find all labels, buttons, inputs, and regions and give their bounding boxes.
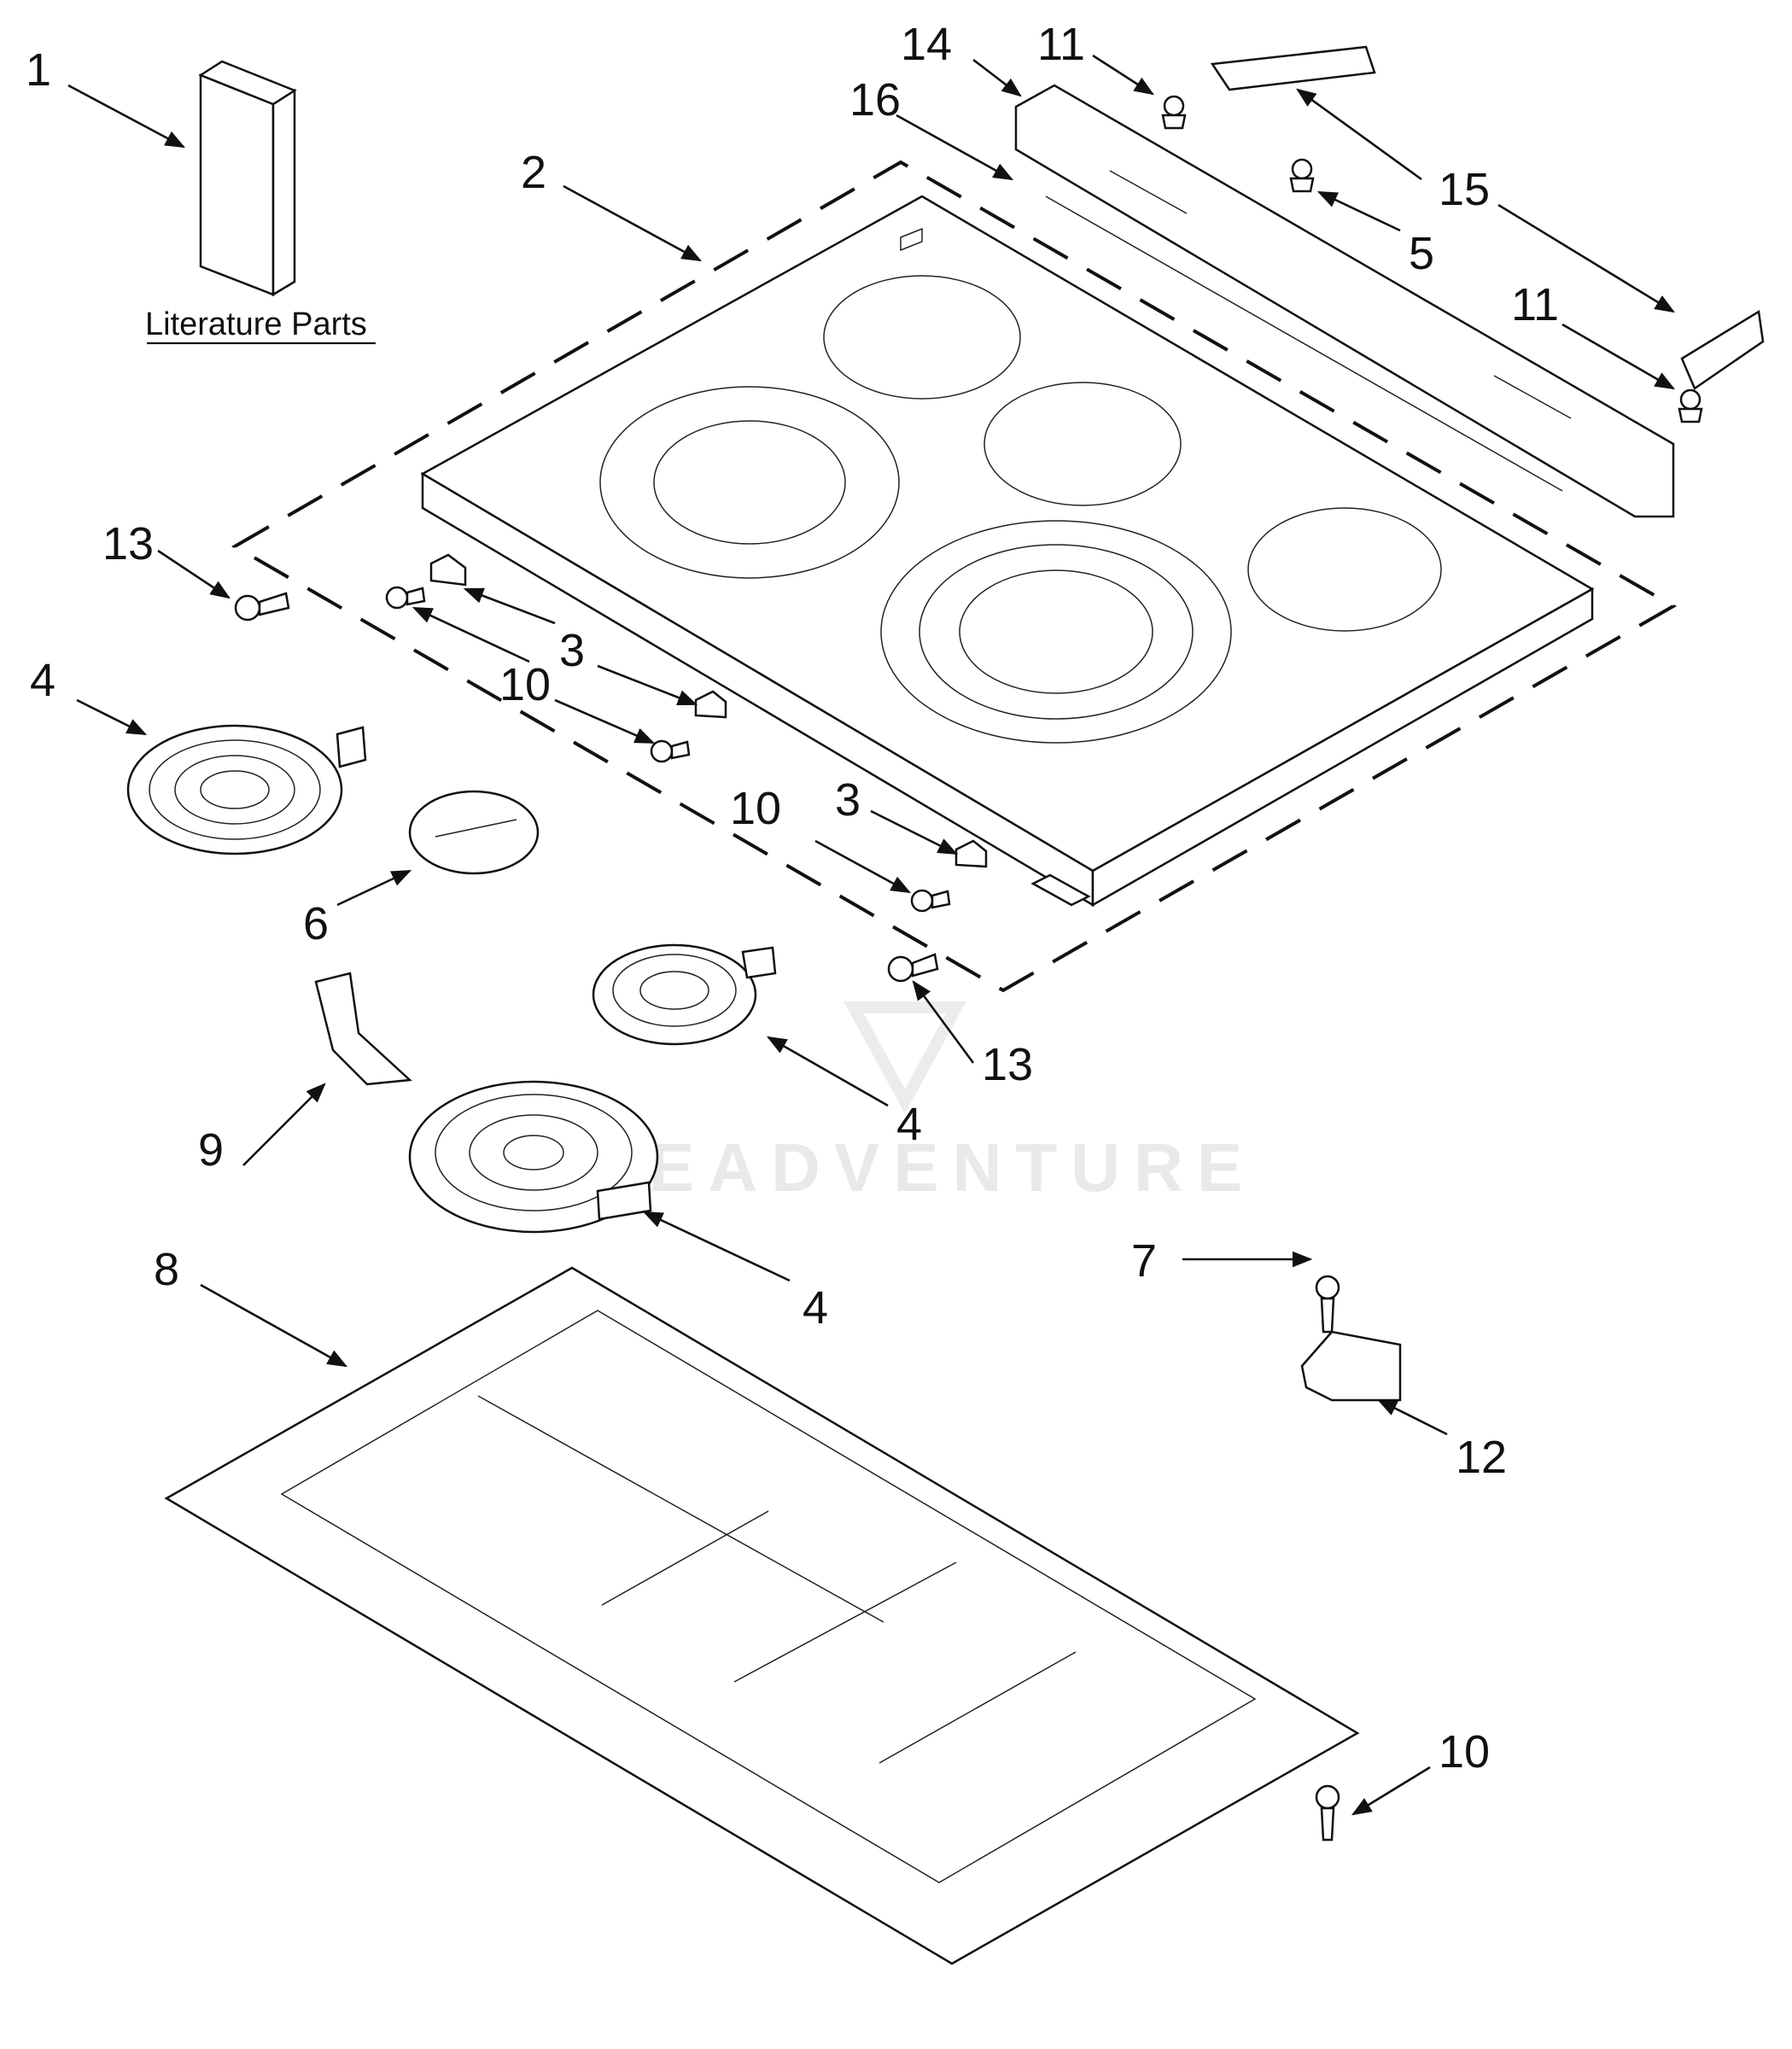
literature-parts: Literature Parts xyxy=(145,60,376,345)
screws xyxy=(234,95,1703,1842)
callout-15: 15 xyxy=(1439,164,1490,215)
callout-8: 8 xyxy=(154,1244,179,1295)
callout-3a: 3 xyxy=(559,625,585,676)
radiant-element-center xyxy=(592,943,777,1046)
callout-3b: 3 xyxy=(835,774,861,826)
callout-11b: 11 xyxy=(1511,279,1559,330)
callout-16: 16 xyxy=(849,74,901,126)
callout-7: 7 xyxy=(1131,1235,1157,1287)
watermark: EADVENTURE xyxy=(649,1001,1256,1205)
cooktop-glass xyxy=(420,195,1595,908)
hinge-brackets xyxy=(1210,45,1765,390)
assembly-boundary xyxy=(231,160,1678,993)
anti-tip-bracket xyxy=(1300,1330,1402,1402)
callout-13a: 13 xyxy=(102,518,154,569)
leader-lines xyxy=(67,54,1676,1816)
callout-11a: 11 xyxy=(1037,19,1085,70)
callout-10c: 10 xyxy=(1439,1726,1490,1778)
radiant-element-left xyxy=(126,724,367,855)
callout-9: 9 xyxy=(198,1124,224,1176)
callout-1: 1 xyxy=(26,44,51,96)
callout-10a: 10 xyxy=(499,659,551,710)
element-clip xyxy=(314,972,412,1086)
callouts: 1 2 3 3 4 4 4 5 6 7 8 9 10 10 10 11 11 1… xyxy=(26,19,1559,1778)
watermark-text: EADVENTURE xyxy=(649,1130,1256,1205)
callout-4b: 4 xyxy=(896,1099,922,1150)
rear-trim xyxy=(1014,84,1675,518)
callout-6: 6 xyxy=(303,898,329,949)
literature-label: Literature Parts xyxy=(145,306,367,342)
callout-12: 12 xyxy=(1456,1432,1507,1483)
callout-13b: 13 xyxy=(982,1039,1033,1090)
callout-4a: 4 xyxy=(30,655,55,706)
radiant-element-lower xyxy=(408,1080,659,1234)
burner-box xyxy=(164,1266,1360,1965)
callout-2: 2 xyxy=(521,147,546,198)
callout-14: 14 xyxy=(901,19,952,70)
element-insulator xyxy=(408,790,540,875)
callout-4c: 4 xyxy=(803,1282,828,1334)
callout-5: 5 xyxy=(1409,228,1434,279)
brackets xyxy=(429,553,1091,907)
callout-10b: 10 xyxy=(730,783,781,834)
